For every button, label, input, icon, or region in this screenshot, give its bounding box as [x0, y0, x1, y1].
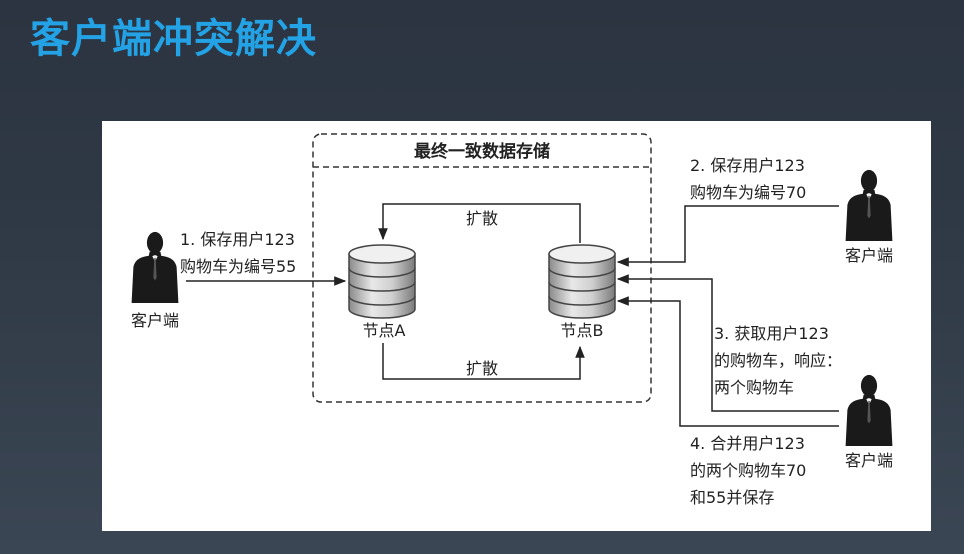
bottom-right-client-person-icon	[845, 374, 893, 446]
message-3-line2: 的购物车，响应：	[714, 351, 842, 370]
arrow-client-4-to-node-b	[616, 296, 839, 427]
message-1-line2: 购物车为编号55	[180, 257, 296, 276]
spread-label-bottom: 扩散	[466, 359, 498, 378]
arrow-client-2-to-node-b	[616, 205, 839, 267]
conflict-diagram: 最终一致数据存储 节点A 节点B 扩散 扩散 客户端 1. 保存用户123 购物…	[131, 133, 893, 507]
top-right-client-person-icon	[845, 169, 893, 241]
node-b-label: 节点B	[561, 321, 604, 340]
node-a-database-icon	[348, 244, 416, 319]
left-client-label: 客户端	[131, 311, 179, 330]
spread-label-top: 扩散	[466, 209, 498, 228]
arrow-client-3-to-node-b	[616, 274, 839, 412]
message-1-line1: 1. 保存用户123	[180, 230, 295, 249]
node-b-database-icon	[548, 244, 616, 319]
message-3-line1: 3. 获取用户123	[714, 324, 829, 343]
spread-arrow-bottom	[382, 343, 585, 380]
message-2-line2: 购物车为编号70	[690, 183, 806, 202]
diagram-panel: 最终一致数据存储 节点A 节点B 扩散 扩散 客户端 1. 保存用户123 购物…	[102, 121, 931, 531]
data-store-boundary	[312, 133, 652, 403]
message-4-line2: 的两个购物车70	[690, 461, 806, 480]
node-a-label: 节点A	[363, 321, 406, 340]
message-4-line3: 和55并保存	[690, 488, 774, 507]
spread-arrow-top	[378, 203, 581, 243]
left-client-person-icon	[131, 231, 179, 303]
page-title: 客户端冲突解决	[30, 16, 317, 62]
bottom-right-client-label: 客户端	[845, 451, 893, 470]
data-store-label: 最终一致数据存储	[414, 141, 550, 162]
message-3-line3: 两个购物车	[714, 378, 794, 397]
message-2-line1: 2. 保存用户123	[690, 156, 805, 175]
message-4-line1: 4. 合并用户123	[690, 434, 805, 453]
top-right-client-label: 客户端	[845, 246, 893, 265]
